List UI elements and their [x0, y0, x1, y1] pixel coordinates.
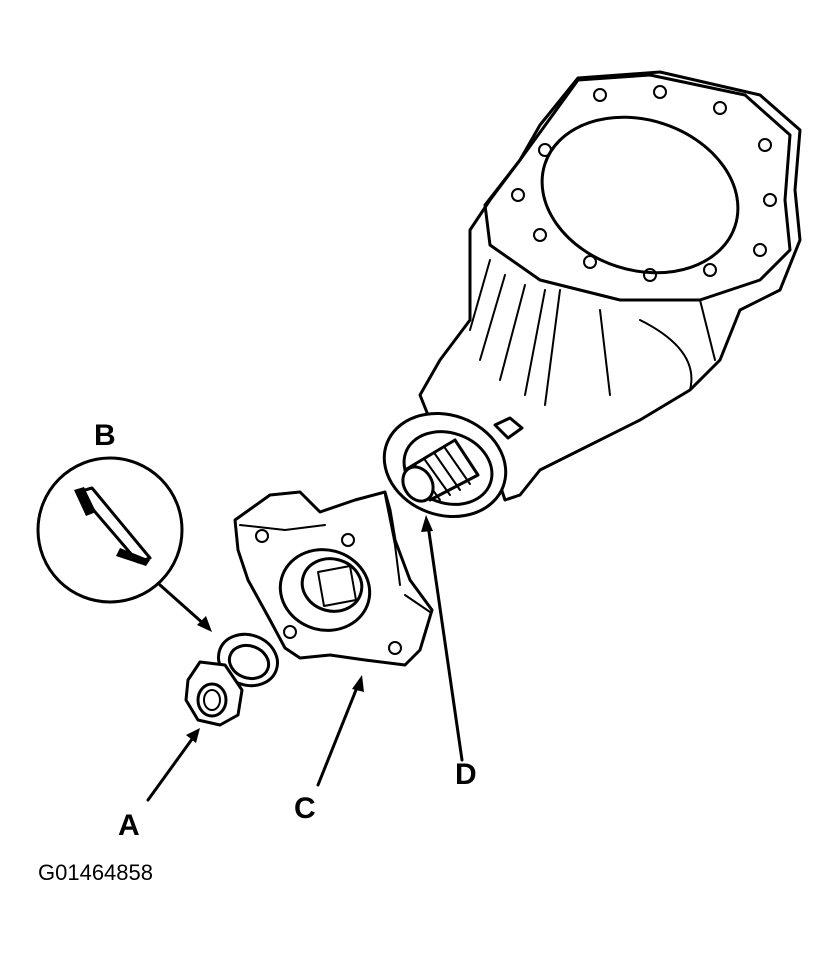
housing-d — [382, 70, 802, 519]
flange-bolt-holes — [511, 85, 777, 282]
callout-c: C — [294, 792, 316, 825]
nut-a — [184, 632, 279, 727]
callout-a: A — [118, 809, 140, 842]
figure-id: G01464858 — [38, 860, 153, 885]
flange-c — [233, 490, 434, 667]
detail-b — [36, 456, 184, 604]
callout-b: B — [94, 419, 116, 452]
callout-d: D — [455, 758, 477, 791]
leader-lines — [146, 515, 464, 802]
